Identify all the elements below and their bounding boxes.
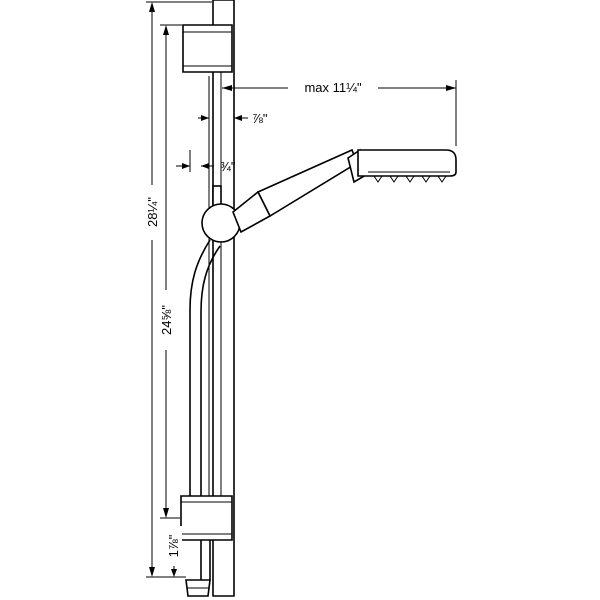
dimension-head-reach: max 11¼": [222, 78, 457, 146]
head-reach-label: max 11¼": [304, 80, 362, 95]
overall-height-label: 28¼": [145, 197, 160, 227]
slider-knob: [201, 185, 241, 243]
dimension-slider-offset: ¾": [176, 159, 236, 174]
dimension-bracket-depth: ⅞": [198, 111, 268, 126]
hose-connector: [185, 579, 211, 597]
rail-span-label: 24⅝": [159, 305, 174, 335]
slider-offset-label: ¾": [220, 159, 236, 174]
dimension-overall-height: 28¼": [142, 1, 212, 578]
shower-hose: [189, 239, 221, 580]
dimension-rail-span: 24⅝": [158, 24, 182, 519]
wall-bar: [208, 0, 235, 597]
bracket-depth-label: ⅞": [252, 111, 268, 126]
bottom-wall-bracket: [180, 495, 233, 541]
dimension-bottom-offset: 1⅞": [166, 526, 186, 578]
hand-shower: [232, 148, 457, 234]
top-wall-bracket: [182, 24, 233, 73]
bottom-offset-label: 1⅞": [166, 534, 181, 557]
